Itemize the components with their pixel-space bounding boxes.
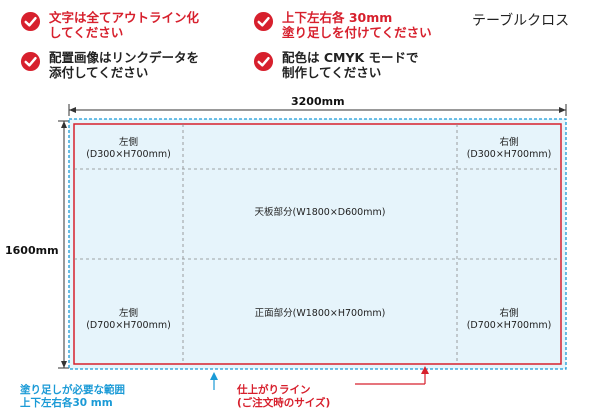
note-cmyk-label: 配色は CMYK モードで 制作してください — [282, 50, 419, 80]
width-arrow-right — [559, 107, 566, 113]
bleed-callout-arrow — [210, 372, 218, 380]
section-right-bottom: 右側 (D700×H700mm) — [466, 308, 552, 331]
check-circle-icon — [20, 51, 41, 72]
width-label: 3200mm — [291, 95, 345, 108]
section-left-top: 左側 (D300×H700mm) — [86, 137, 171, 160]
check-circle-icon — [20, 11, 41, 32]
check-circle-icon — [253, 51, 274, 72]
bleed-caption: 塗り足しが必要な範囲 上下左右各30 mm — [20, 384, 125, 409]
bleed-area — [68, 118, 567, 370]
note-bleed-label: 上下左右各 30mm 塗り足しを付けてください — [282, 10, 432, 40]
width-arrow-left — [69, 107, 76, 113]
note-bleed: 上下左右各 30mm 塗り足しを付けてください — [253, 10, 432, 40]
note-link-images: 配置画像はリンクデータを 添付してください — [20, 50, 199, 80]
trim-line — [73, 123, 562, 365]
trim-caption: 仕上がりライン (ご注文時のサイズ) — [237, 384, 331, 409]
section-right-top: 右側 (D300×H700mm) — [466, 137, 552, 160]
height-label: 1600mm — [5, 244, 59, 257]
section-top-center: 天板部分(W1800×D600mm) — [254, 207, 386, 218]
note-link-images-label: 配置画像はリンクデータを 添付してください — [49, 50, 200, 80]
note-cmyk: 配色は CMYK モードで 制作してください — [253, 50, 419, 80]
height-arrow-top — [61, 121, 67, 128]
height-arrow-bottom — [61, 361, 67, 368]
check-circle-icon — [253, 11, 274, 32]
section-front-center: 正面部分(W1800×H700mm) — [254, 308, 386, 319]
note-outline-text: 文字は全てアウトライン化 してください — [20, 10, 199, 40]
section-left-bottom: 左側 (D700×H700mm) — [86, 308, 171, 331]
note-outline-text-label: 文字は全てアウトライン化 してください — [49, 10, 200, 40]
trim-callout-arrow — [421, 366, 429, 374]
page-title: テーブルクロス — [472, 13, 570, 29]
